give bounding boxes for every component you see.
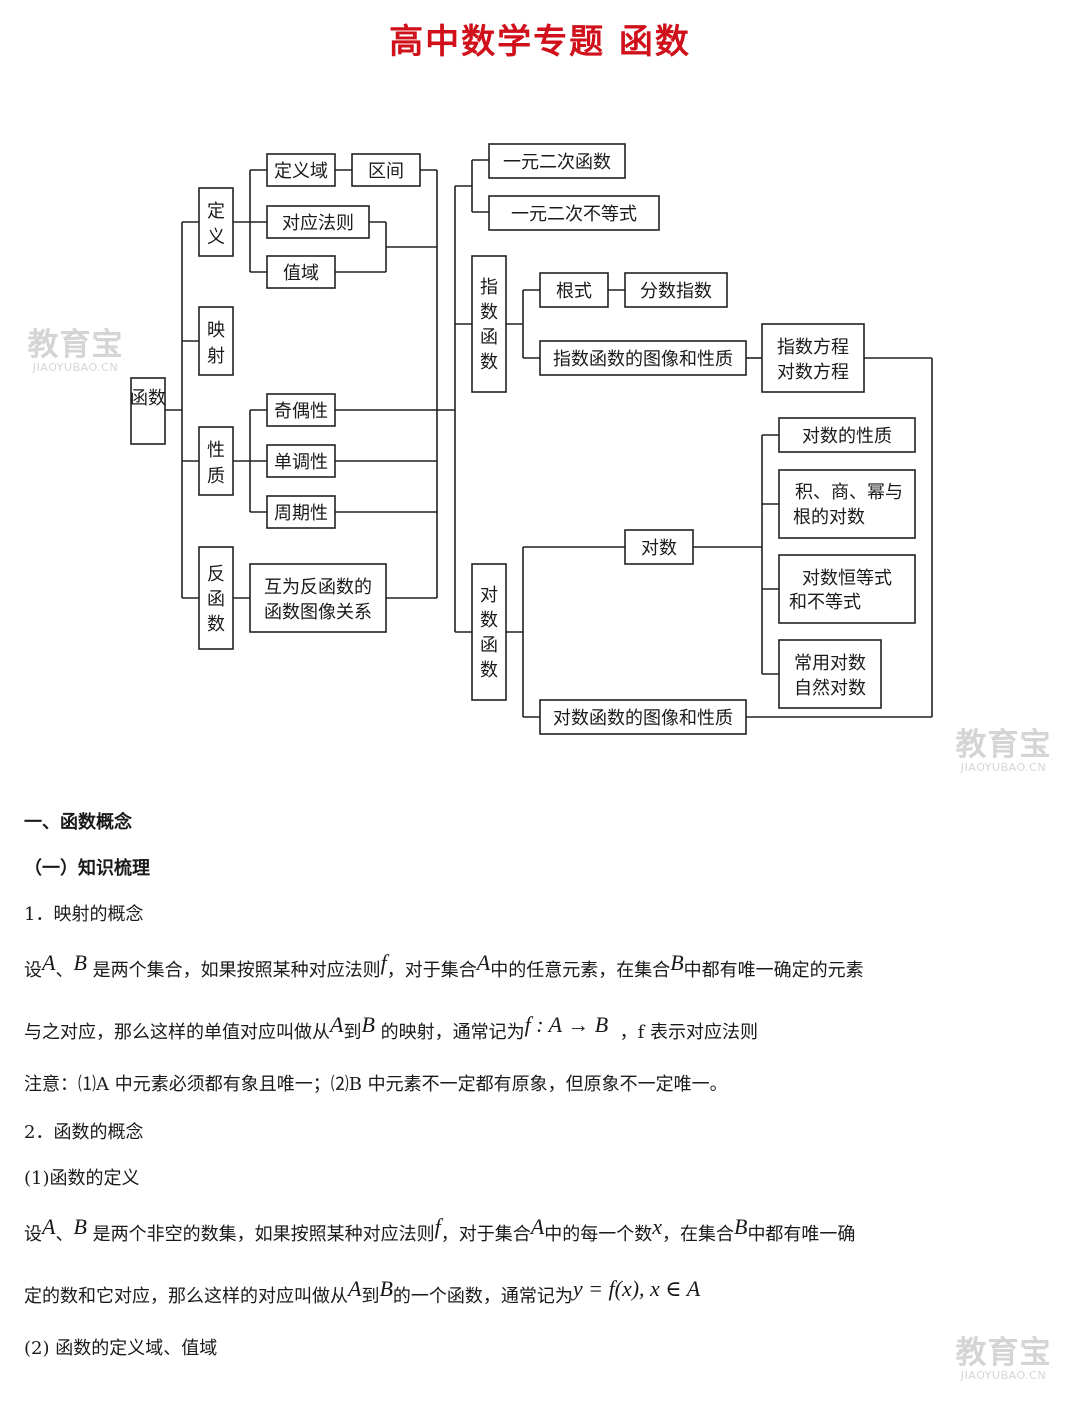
node-mapping-char1: 映 [207, 320, 225, 341]
node-exp-char1: 指 [480, 277, 498, 298]
node-parity: 奇偶性 [266, 393, 336, 427]
section-heading: 一、函数概念 [24, 812, 132, 833]
page-title: 高中数学专题 函数 [389, 22, 691, 62]
svg-text:对数函数的图像和性质: 对数函数的图像和性质 [553, 708, 733, 729]
svg-text:分数指数: 分数指数 [640, 281, 712, 302]
node-periodic: 周期性 [266, 495, 336, 529]
svg-text:定义域: 定义域 [274, 161, 328, 182]
node-definition: 定 义 [198, 187, 234, 257]
svg-text:指数方程: 指数方程 [777, 337, 849, 358]
node-log-identity: 对数恒等式 和不等式 [778, 554, 916, 624]
node-definition-char2: 义 [207, 227, 225, 248]
watermark-logo: 教育宝 JIAOYUBAO.CN [955, 727, 1052, 774]
svg-text:一元二次函数: 一元二次函数 [503, 152, 611, 173]
node-monotonic: 单调性 [266, 444, 336, 478]
svg-text:区间: 区间 [368, 161, 404, 182]
function-formula: y = f(x), x ∈ A [572, 1276, 701, 1301]
node-range: 值域 [266, 255, 336, 289]
svg-text:自然对数: 自然对数 [794, 678, 866, 699]
node-exp-char4: 数 [480, 352, 498, 373]
node-mapping-char2: 射 [207, 346, 225, 367]
svg-text:根的对数: 根的对数 [793, 507, 865, 528]
node-exp-graph: 指数函数的图像和性质 [539, 340, 747, 376]
watermark-logo: 教育宝 JIAOYUBAO.CN [27, 327, 124, 374]
function-definition-heading: (1)函数的定义 [24, 1168, 140, 1189]
svg-text:函数: 函数 [130, 388, 166, 409]
svg-text:对数: 对数 [641, 538, 677, 559]
node-log-graph: 对数函数的图像和性质 [539, 699, 747, 735]
node-log-char2: 数 [480, 610, 498, 631]
node-inverse-char2: 函 [207, 589, 225, 610]
node-definition-char1: 定 [207, 201, 225, 222]
svg-text:对数方程: 对数方程 [777, 362, 849, 383]
svg-text:奇偶性: 奇偶性 [274, 401, 328, 422]
node-common-log: 常用对数 自然对数 [778, 639, 882, 709]
node-interval: 区间 [351, 153, 421, 187]
node-inverse-char1: 反 [207, 564, 225, 585]
node-log-char3: 函 [480, 635, 498, 656]
node-quadratic-inequality: 一元二次不等式 [488, 195, 660, 231]
node-equations: 指数方程 对数方程 [761, 323, 865, 393]
node-exp-char2: 数 [480, 302, 498, 323]
node-log-of-product: 积、商、幂与 根的对数 [778, 469, 916, 539]
node-domain: 定义域 [266, 153, 336, 187]
node-inverse-relation: 互为反函数的 函数图像关系 [249, 563, 387, 633]
node-mapping: 映 射 [198, 306, 234, 376]
svg-text:对应法则: 对应法则 [282, 213, 354, 234]
node-log-properties: 对数的性质 [778, 417, 916, 453]
watermark-logo: 教育宝 JIAOYUBAO.CN [955, 1335, 1052, 1382]
function-definition-line1: 设A、B 是两个非空的数集，如果按照某种对应法则f，对于集合A中的每一个数x，在… [24, 1214, 856, 1245]
node-fraction-exponent: 分数指数 [624, 272, 728, 308]
function-definition-line2: 定的数和它对应，那么这样的对应叫做从A到B的一个函数，通常记为y = f(x),… [24, 1276, 701, 1307]
mapping-definition-line1: 设A、B 是两个集合，如果按照某种对应法则f，对于集合A中的任意元素，在集合B中… [24, 950, 864, 981]
node-exp-function: 指 数 函 数 [471, 255, 507, 393]
function-heading: 2．函数的概念 [24, 1122, 144, 1143]
node-log-char4: 数 [480, 660, 498, 681]
svg-text:根式: 根式 [556, 281, 592, 302]
connector-lines [165, 159, 933, 718]
mapping-formula: f : A → B [524, 1012, 609, 1037]
svg-text:函数图像关系: 函数图像关系 [264, 602, 372, 623]
node-logarithm: 对数 [624, 529, 694, 565]
concept-map-diagram: 函数 定 义 映 射 性 质 反 函 数 定义域 区间 对应法则 值域 [130, 143, 933, 735]
svg-text:常用对数: 常用对数 [794, 653, 866, 674]
node-properties-char2: 质 [207, 466, 225, 487]
svg-text:对数的性质: 对数的性质 [802, 426, 892, 447]
subsection-heading: （一）知识梳理 [24, 858, 150, 879]
svg-text:单调性: 单调性 [274, 452, 328, 473]
svg-text:值域: 值域 [283, 263, 319, 284]
svg-text:指数函数的图像和性质: 指数函数的图像和性质 [553, 349, 733, 370]
node-radical: 根式 [539, 272, 609, 308]
mapping-note: 注意：⑴A 中元素必须都有象且唯一；⑵B 中元素不一定都有原象，但原象不一定唯一… [24, 1074, 728, 1095]
svg-text:和不等式: 和不等式 [789, 592, 861, 613]
node-inverse: 反 函 数 [198, 546, 234, 650]
node-quadratic-function: 一元二次函数 [488, 143, 626, 179]
node-properties: 性 质 [198, 426, 234, 496]
node-log-function: 对 数 函 数 [471, 563, 507, 701]
svg-text:对数恒等式: 对数恒等式 [802, 568, 892, 589]
node-inverse-char3: 数 [207, 614, 225, 635]
svg-text:互为反函数的: 互为反函数的 [264, 577, 372, 598]
node-exp-char3: 函 [480, 327, 498, 348]
node-rule: 对应法则 [266, 205, 370, 239]
mapping-heading: 1．映射的概念 [24, 904, 144, 925]
mapping-definition-line2: 与之对应，那么这样的单值对应叫做从A到B 的映射，通常记为f : A → B ，… [24, 1012, 759, 1043]
svg-text:积、商、幂与: 积、商、幂与 [795, 482, 903, 503]
node-properties-char1: 性 [207, 440, 225, 461]
svg-text:一元二次不等式: 一元二次不等式 [511, 204, 637, 225]
domain-range-heading: (2) 函数的定义域、值域 [24, 1338, 218, 1359]
node-root-function: 函数 [130, 377, 166, 445]
node-log-char1: 对 [480, 585, 498, 606]
svg-text:周期性: 周期性 [274, 503, 328, 524]
